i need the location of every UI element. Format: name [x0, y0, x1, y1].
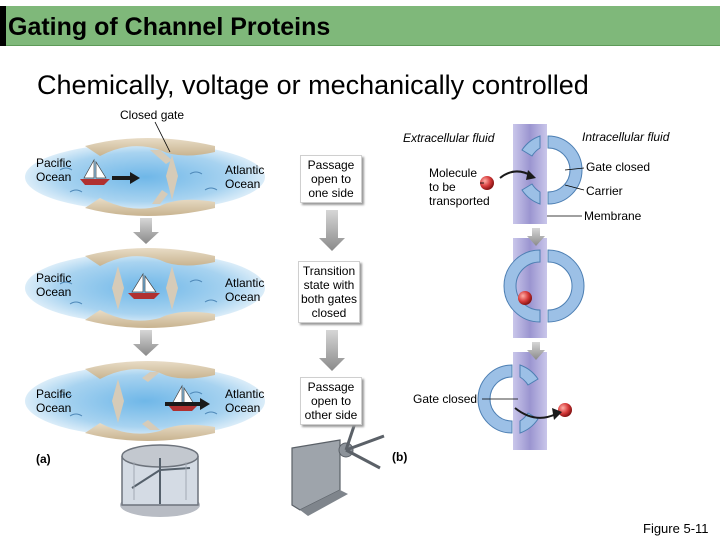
- intracellular-label: Intracellular fluid: [582, 130, 670, 144]
- row1-state-box: Passage open to one side: [300, 155, 362, 203]
- carrier-label: Carrier: [586, 184, 623, 198]
- closed-gate-label: Closed gate: [120, 108, 185, 122]
- down-arrow-icon: [133, 330, 159, 356]
- molecule: [480, 176, 494, 190]
- row2-left-label: Pacific Ocean: [36, 271, 72, 299]
- extracellular-label: Extracellular fluid: [403, 131, 495, 145]
- down-arrow-icon: [133, 218, 159, 244]
- row2-right-label: Atlantic Ocean: [225, 276, 265, 304]
- title-bar-accent: [0, 6, 6, 46]
- transport-arrow: [514, 407, 557, 419]
- row2-state-box: Transition state with both gates closed: [298, 261, 360, 323]
- membrane-label: Membrane: [584, 209, 642, 223]
- row1-right-label: Atlantic Ocean: [225, 163, 265, 191]
- boat-icon: [128, 272, 160, 299]
- revolving-door-icon: [120, 444, 200, 517]
- turnstile-icon: [291, 419, 385, 516]
- row3-state-box: Passage open to other side: [300, 377, 362, 425]
- molecule: [518, 291, 532, 305]
- boat-icon: [80, 158, 110, 185]
- slide-title: Gating of Channel Proteins: [8, 13, 331, 41]
- carrier-occluded: [503, 249, 585, 323]
- title-bar: Gating of Channel Proteins: [0, 6, 720, 46]
- panel-a-marker: (a): [36, 452, 51, 466]
- closed-gate-pointer: [154, 121, 171, 153]
- gate-closed-top-label: Gate closed: [586, 160, 651, 174]
- molecule: [558, 403, 572, 417]
- canal-row-1: [25, 138, 265, 216]
- down-arrow-icon: [319, 330, 345, 371]
- row3-left-label: Pacific Ocean: [36, 387, 72, 415]
- canal-row-3: [25, 361, 265, 441]
- molecule-label: Molecule to be transported: [429, 166, 490, 208]
- row1-left-label: Pacific Ocean: [36, 156, 72, 184]
- canal-row-2: [25, 248, 265, 328]
- down-arrow-icon: [319, 210, 345, 251]
- panel-b-marker: (b): [392, 450, 408, 464]
- figure-label: Figure 5-11: [643, 521, 709, 536]
- boat-icon: [168, 384, 198, 411]
- row3-right-label: Atlantic Ocean: [225, 387, 265, 415]
- gate-closed-bottom-label: Gate closed: [413, 392, 478, 406]
- slide-subtitle: Chemically, voltage or mechanically cont…: [37, 70, 589, 100]
